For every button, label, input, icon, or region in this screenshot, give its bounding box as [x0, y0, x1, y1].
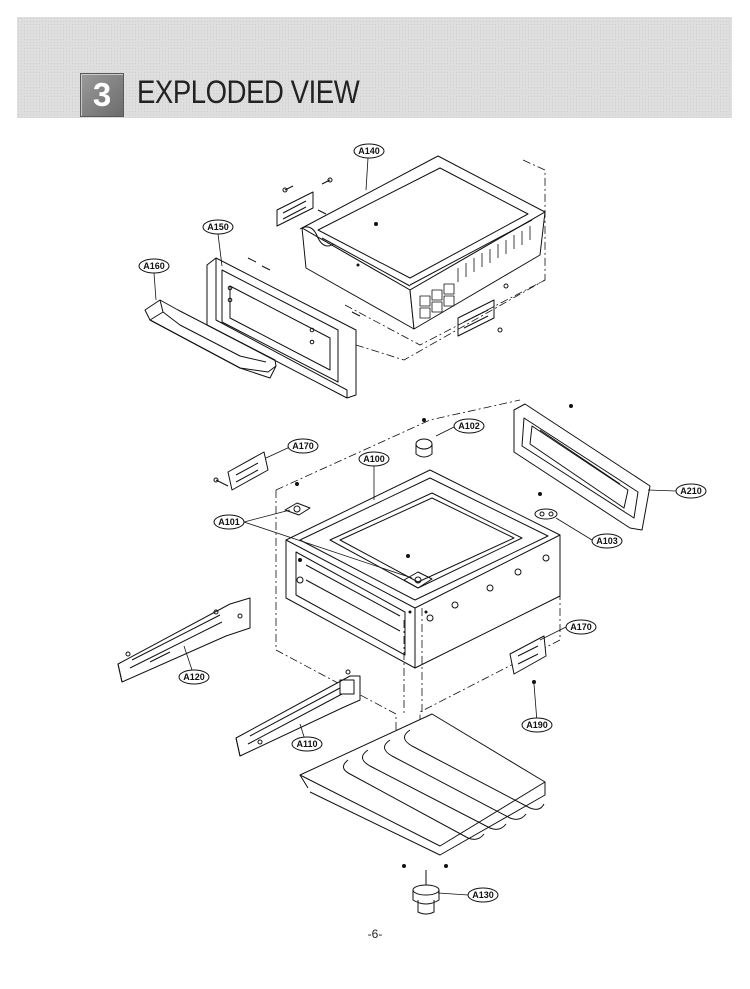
callout-bubble-a170-right — [565, 619, 597, 635]
callout-bubble-a160 — [138, 258, 170, 274]
part-label-a101: A101 — [218, 517, 240, 527]
part-label-a190: A190 — [526, 720, 548, 730]
drawer-handle — [144, 299, 277, 379]
callout-bubble-a110 — [291, 736, 323, 752]
part-label-a110: A110 — [296, 739, 317, 749]
back-panel — [513, 403, 651, 531]
callout-bubble-a170-left — [287, 438, 319, 454]
cable-grommet-side — [534, 508, 558, 520]
callout-bubble-a103 — [591, 533, 623, 549]
bottom-tray — [299, 713, 546, 856]
callout-bubble-a120 — [178, 669, 210, 685]
hinge-bracket — [284, 502, 433, 589]
slide-rail-right — [235, 669, 361, 757]
header-band — [17, 17, 732, 118]
page-title: EXPLODED VIEW — [137, 74, 360, 110]
part-label-a160: A160 — [143, 261, 165, 271]
part-label-a170-right: A170 — [570, 622, 592, 632]
callout-bubble-a102 — [453, 418, 485, 434]
screw-icon — [295, 404, 573, 868]
section-number-badge: 3 — [80, 73, 124, 117]
part-label-a170-left: A170 — [292, 441, 314, 451]
page-number: -6- — [367, 927, 383, 941]
slide-rail-left — [117, 597, 251, 683]
callout-bubble-a190 — [521, 717, 553, 733]
callout-bubble-a150 — [202, 219, 234, 235]
part-label-a103: A103 — [596, 536, 618, 546]
basket-bracket-left — [276, 177, 333, 227]
part-label-a120: A120 — [183, 672, 205, 682]
side-bracket-right — [509, 635, 547, 675]
callout-bubble-a101 — [213, 514, 245, 530]
leveling-foot — [412, 870, 440, 915]
callout-bubble-a100 — [358, 451, 390, 467]
part-label-a100: A100 — [363, 454, 385, 464]
callout-bubble-a210 — [675, 483, 707, 499]
part-label-a140: A140 — [358, 146, 380, 156]
side-bracket-left — [213, 451, 269, 491]
cabinet-shell — [285, 469, 561, 669]
drawer-basket — [299, 155, 546, 330]
part-label-a102: A102 — [458, 421, 480, 431]
part-label-a130: A130 — [472, 890, 494, 900]
callout-bubble-a140 — [353, 143, 385, 159]
callout-bubble-a130 — [467, 887, 499, 903]
cable-grommet-top — [415, 438, 433, 458]
part-label-a150: A150 — [207, 222, 229, 232]
part-label-a210: A210 — [680, 486, 702, 496]
